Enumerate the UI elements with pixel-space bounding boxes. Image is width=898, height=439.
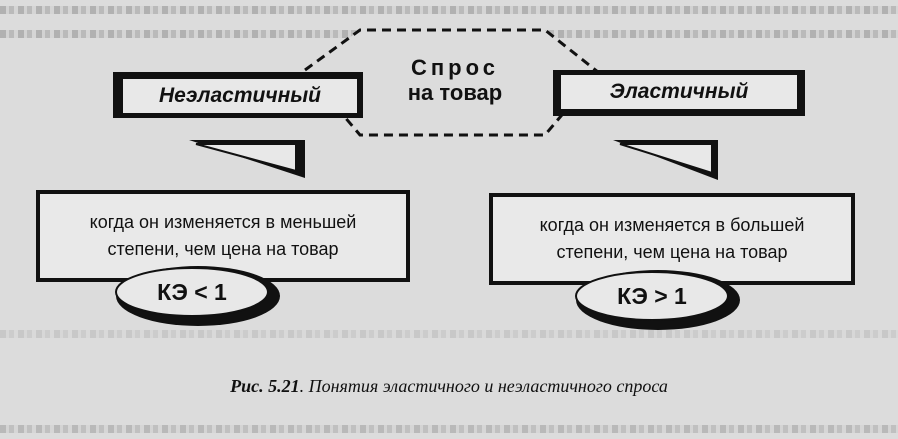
left-wedge bbox=[195, 143, 297, 173]
right-description: когда он изменяется в большей степени, ч… bbox=[495, 212, 849, 266]
right-description-line1: когда он изменяется в большей bbox=[539, 215, 805, 235]
left-description-line2: степени, чем цена на товар bbox=[107, 239, 339, 259]
background-text-bottom bbox=[0, 330, 898, 338]
background-text-bottom-2 bbox=[0, 425, 898, 433]
left-description: когда он изменяется в меньшей степени, ч… bbox=[42, 209, 404, 263]
right-wedge bbox=[619, 143, 713, 175]
left-coefficient: КЭ < 1 bbox=[157, 279, 227, 305]
figure-caption-number: Рис. 5.21 bbox=[230, 376, 300, 396]
background-text-top bbox=[0, 6, 898, 14]
right-description-line2: степени, чем цена на товар bbox=[556, 242, 788, 262]
center-title: Спрос на товар bbox=[365, 55, 545, 105]
right-oval bbox=[575, 271, 729, 321]
left-description-line1: когда он изменяется в меньшей bbox=[89, 212, 357, 232]
figure-caption-text: . Понятия эластичного и неэластичного сп… bbox=[299, 376, 668, 396]
center-title-line1: Спрос bbox=[411, 55, 499, 80]
right-description-box bbox=[489, 193, 855, 285]
left-oval bbox=[115, 267, 269, 317]
left-label-box bbox=[121, 77, 359, 115]
center-title-line2: на товар bbox=[407, 80, 503, 105]
right-label-box bbox=[559, 73, 799, 111]
elastic-label: Эластичный bbox=[609, 80, 749, 103]
figure-caption: Рис. 5.21. Понятия эластичного и неэласт… bbox=[0, 376, 898, 397]
inelastic-label: Неэластичный bbox=[158, 84, 322, 107]
right-coefficient: КЭ > 1 bbox=[617, 283, 687, 309]
